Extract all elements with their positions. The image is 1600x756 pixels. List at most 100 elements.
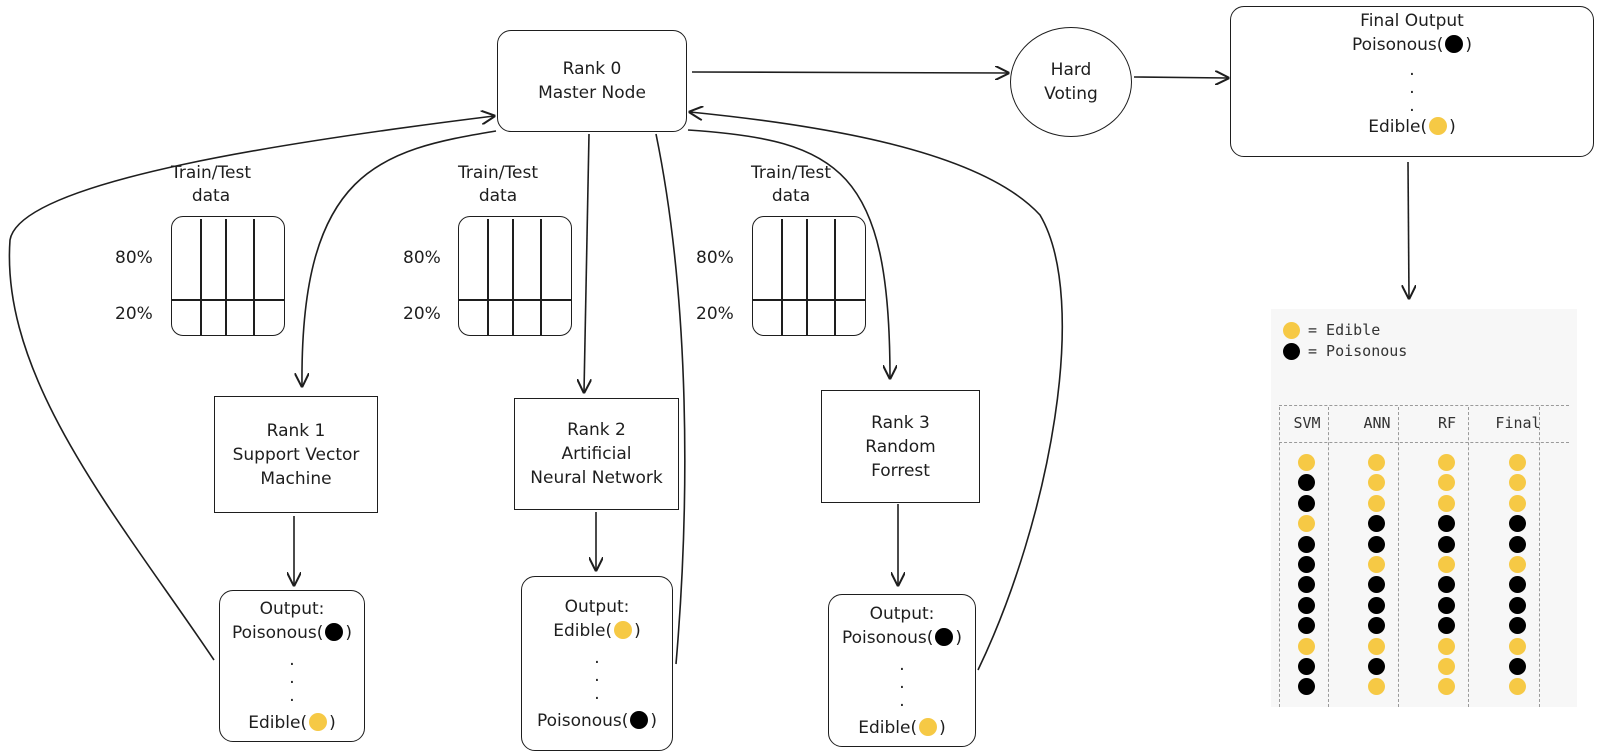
output-first: Poisonous(): [231, 623, 353, 643]
edible-dot-icon: [1438, 454, 1455, 471]
output-first: Poisonous(): [841, 627, 963, 648]
poisonous-dot-icon: [1298, 535, 1315, 553]
poisonous-dot-icon: [1298, 556, 1315, 573]
legend-edible: = Edible: [1283, 321, 1380, 339]
rank1-output-box: Output: Poisonous()... Edible(): [219, 590, 365, 742]
table-header-border: [1279, 442, 1569, 443]
rank-number: Rank 3: [871, 412, 930, 433]
ellipsis-vertical: ...: [594, 647, 600, 704]
edible-dot-icon: [1509, 454, 1526, 471]
edible-dot-icon: [919, 717, 938, 736]
edible-dot-icon: [1368, 474, 1385, 492]
arrow-output3-to-master: [690, 112, 1064, 671]
model-name-line1: Artificial: [561, 444, 632, 464]
poisonous-dot-icon: [1298, 576, 1315, 594]
poisonous-dot-icon: [325, 623, 344, 641]
poisonous-dot-icon: [1509, 617, 1526, 635]
table-header-cell: ANN: [1363, 414, 1391, 432]
split-label-line1: Train/Test: [458, 163, 538, 183]
ellipsis-vertical: ...: [1409, 60, 1415, 116]
model-name-line2: Neural Network: [530, 468, 663, 488]
edible-dot-icon: [1368, 637, 1385, 655]
edible-dot-icon: [1438, 474, 1455, 492]
split-label-line1: Train/Test: [751, 163, 831, 183]
data-split-grid-icon: [171, 216, 285, 336]
poisonous-dot-icon: [935, 627, 954, 646]
rank3-output-box: Output: Poisonous()... Edible(): [828, 594, 976, 747]
poisonous-dot-icon: [1509, 515, 1526, 533]
arrow-voting-to-final: [1133, 77, 1228, 78]
poisonous-dot-icon: [1298, 678, 1315, 696]
table-column-separator: [1328, 407, 1329, 707]
poisonous-dot-icon: [1298, 617, 1315, 635]
poisonous-dot-icon: [1509, 576, 1526, 594]
edible-dot-icon: [1429, 117, 1448, 135]
data-split-grid-icon: [458, 216, 572, 336]
poisonous-dot-icon: [1368, 658, 1385, 675]
percent-test: 20%: [696, 304, 734, 324]
table-column-separator: [1539, 407, 1540, 707]
split-label-line2: data: [478, 186, 518, 206]
poisonous-dot-icon: [1298, 474, 1315, 492]
arrow-master-to-rank3: [687, 129, 890, 378]
poisonous-dot-icon: [1438, 535, 1455, 553]
master-node: Rank 0 Master Node: [497, 30, 687, 132]
ellipsis-vertical: ...: [899, 654, 905, 711]
output-last: Edible(): [858, 717, 946, 738]
line-output2-to-master: [655, 133, 686, 665]
table-header-cell: RF: [1437, 414, 1457, 432]
percent-train: 80%: [696, 248, 734, 268]
poisonous-dot-icon: [1445, 35, 1464, 53]
output-title: Output:: [564, 596, 630, 617]
ellipsis-vertical: ...: [289, 650, 295, 706]
edible-dot-icon: [1438, 556, 1455, 573]
edible-dot-icon: [1298, 454, 1315, 471]
arrow-master-to-rank1: [302, 130, 497, 386]
model-name-line1: Random: [865, 436, 936, 457]
poisonous-dot-icon: [1368, 515, 1385, 533]
output-last: Edible(): [248, 713, 336, 733]
arrow-master-to-voting: [691, 72, 1008, 73]
output-title: Output:: [259, 599, 325, 619]
output-title: Output:: [869, 603, 935, 624]
edible-dot-icon: [1438, 678, 1455, 696]
voting-line1: Hard: [1050, 60, 1092, 80]
edible-dot-icon: [1438, 637, 1455, 655]
voting-line2: Voting: [1044, 84, 1098, 104]
edible-dot-icon: [1509, 637, 1526, 655]
output-last: Poisonous(): [536, 710, 658, 731]
data-split-grid-icon: [752, 216, 866, 336]
edible-dot-icon: [614, 620, 633, 639]
edible-dot-icon: [1368, 454, 1385, 471]
poisonous-dot-icon: [1368, 535, 1385, 553]
model-name-line2: Forrest: [871, 460, 930, 481]
poisonous-dot-icon: [1368, 596, 1385, 614]
edible-dot-icon: [1283, 321, 1300, 339]
model-name-line1: Support Vector: [232, 444, 360, 465]
final-output-box: Final Output Poisonous() ... Edible(): [1230, 6, 1594, 157]
edible-dot-icon: [1368, 494, 1385, 512]
edible-dot-icon: [309, 713, 328, 731]
edible-dot-icon: [1298, 637, 1315, 655]
split-label: Train/Test data: [746, 162, 836, 208]
poisonous-dot-icon: [1368, 576, 1385, 594]
legend-edible-label: = Edible: [1308, 321, 1381, 339]
table-column-separator: [1279, 407, 1280, 707]
legend-poisonous: = Poisonous: [1283, 342, 1407, 360]
edible-dot-icon: [1438, 658, 1455, 675]
master-title: Master Node: [538, 83, 646, 103]
arrow-master-to-rank2: [584, 133, 589, 392]
poisonous-dot-icon: [1368, 617, 1385, 635]
edible-dot-icon: [1509, 494, 1526, 512]
edible-dot-icon: [1509, 678, 1526, 696]
split-label-line2: data: [771, 186, 811, 206]
percent-test: 20%: [115, 304, 153, 324]
split-label-line2: data: [191, 186, 231, 206]
poisonous-dot-icon: [1438, 596, 1455, 614]
edible-dot-icon: [1509, 556, 1526, 573]
